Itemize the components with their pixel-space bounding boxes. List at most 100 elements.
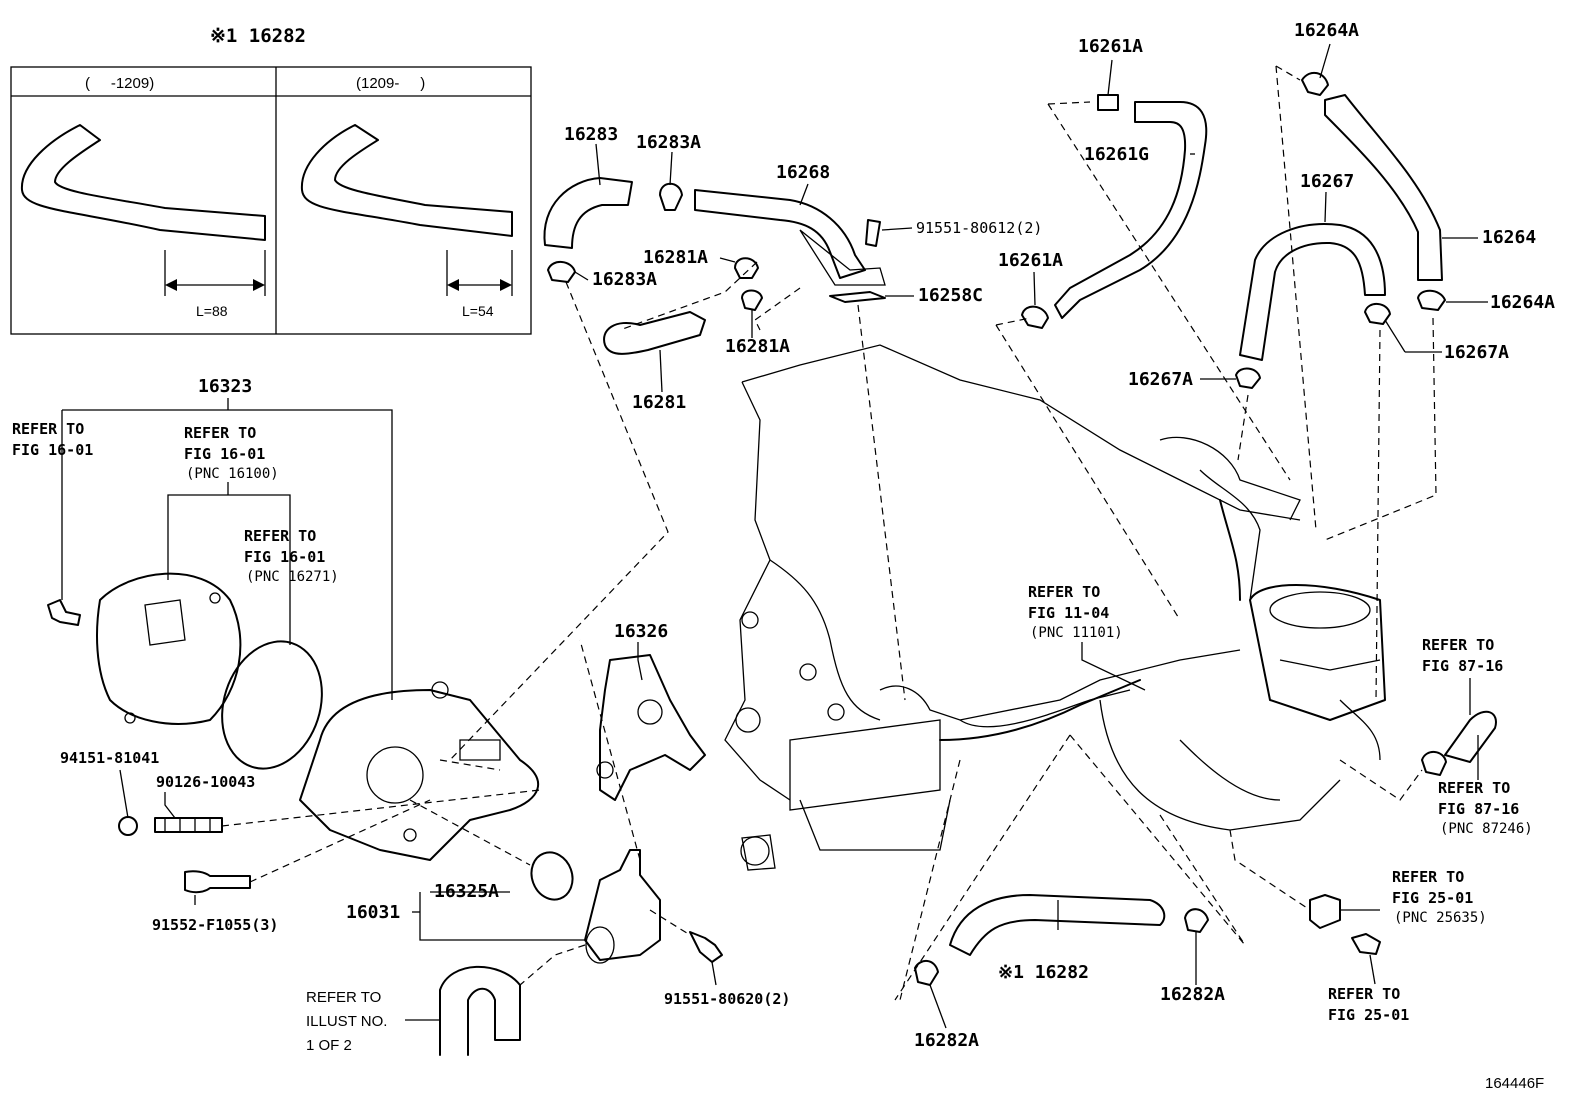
inset-variants-box: ※1 16282 ( -1209) (1209- ) L=88 L=54 <box>10 25 532 335</box>
callout-16283A-top: 16283A <box>636 132 701 153</box>
diagram-id: 164446F <box>1485 1075 1544 1092</box>
callout-16281: 16281 <box>632 392 686 413</box>
svg-text:(PNC 87246): (PNC 87246) <box>1440 821 1533 837</box>
svg-text:FIG 16-01: FIG 16-01 <box>12 441 93 459</box>
clamp-16283A-top <box>659 182 683 211</box>
callout-16267A-left: 16267A <box>1128 369 1193 390</box>
callout-16267A-right: 16267A <box>1444 342 1509 363</box>
callout-16325A: 16325A <box>434 881 499 902</box>
callout-16281A-top: 16281A <box>643 247 708 268</box>
callout-16264: 16264 <box>1482 227 1536 248</box>
inset-right-header: (1209- ) <box>356 75 425 92</box>
svg-text:FIG 16-01: FIG 16-01 <box>244 548 325 566</box>
clamp-16283A-bot <box>547 261 576 283</box>
bolt-91552 <box>184 870 251 894</box>
svg-text:REFER TO: REFER TO <box>184 424 256 442</box>
engine-block-outline <box>724 344 1386 871</box>
hose-refer-illust <box>439 965 521 1056</box>
callout-16283: 16283 <box>564 124 618 145</box>
callout-91552-F1055: 91552-F1055(3) <box>152 916 278 934</box>
callout-16282A-right: 16282A <box>1160 984 1225 1005</box>
callout-16258C: 16258C <box>918 285 983 306</box>
inset-title: ※1 16282 <box>210 25 306 47</box>
leader-lines <box>61 43 1488 1029</box>
svg-text:REFER TO: REFER TO <box>1328 985 1400 1003</box>
svg-text:(PNC 16271): (PNC 16271) <box>246 569 339 585</box>
callout-16264A-top: 16264A <box>1294 20 1359 41</box>
refer-note-5: REFER TO FIG 87-16 <box>1422 636 1503 675</box>
svg-text:1 OF 2: 1 OF 2 <box>306 1037 352 1054</box>
hose-16267 <box>1239 223 1386 361</box>
refer-note-7: REFER TO FIG 25-01 (PNC 25635) <box>1392 868 1487 926</box>
water-pump-group <box>47 572 723 1056</box>
svg-text:(PNC 25635): (PNC 25635) <box>1394 910 1487 926</box>
pump-gasket-ring <box>221 640 323 770</box>
clamp-16261A-mid <box>1021 305 1049 329</box>
stud-90126 <box>154 817 223 833</box>
inset-left-length: L=88 <box>196 303 228 319</box>
svg-text:REFER TO: REFER TO <box>12 420 84 438</box>
clamp-16267A-right <box>1364 303 1391 325</box>
refer-note-3: REFER TO FIG 16-01 (PNC 16271) <box>244 527 339 585</box>
svg-text:FIG 25-01: FIG 25-01 <box>1328 1006 1409 1024</box>
hose-variant-right <box>300 124 513 237</box>
svg-text:FIG 25-01: FIG 25-01 <box>1392 889 1473 907</box>
callout-16323: 16323 <box>198 376 252 397</box>
hose-16264 <box>1324 94 1443 281</box>
hose-16261G <box>1054 101 1208 319</box>
throttle-body <box>1249 584 1386 721</box>
o-ring-16325A <box>530 851 574 901</box>
callout-16326: 16326 <box>614 621 668 642</box>
clamp-16264A-bot <box>1417 289 1446 311</box>
svg-text:FIG 87-16: FIG 87-16 <box>1438 800 1519 818</box>
clamp-fig87 <box>1421 751 1447 776</box>
clamp-16282A-left <box>914 960 939 986</box>
pump-cover <box>96 572 242 725</box>
hose-16283 <box>543 177 633 249</box>
callout-16283A-bot: 16283A <box>592 269 657 290</box>
svg-text:REFER TO: REFER TO <box>1422 636 1494 654</box>
callout-16031: 16031 <box>346 902 400 923</box>
refer-note-1: REFER TO FIG 16-01 <box>12 420 93 459</box>
clamp-16281A-bot <box>741 289 763 311</box>
svg-text:FIG 11-04: FIG 11-04 <box>1028 604 1109 622</box>
refer-note-9: REFER TO ILLUST NO. 1 OF 2 <box>306 989 387 1054</box>
svg-text:REFER TO: REFER TO <box>306 989 381 1006</box>
upper-hoses <box>543 71 1497 986</box>
clamp-16281A-top <box>734 257 759 279</box>
callout-labels: 16283 16283A 16268 91551-80612(2) 16281A… <box>60 20 1555 1051</box>
svg-text:REFER TO: REFER TO <box>1392 868 1464 886</box>
refer-note-8: REFER TO FIG 25-01 <box>1328 985 1409 1024</box>
refer-note-2: REFER TO FIG 16-01 (PNC 16100) <box>184 424 279 482</box>
stud-nut <box>118 816 138 836</box>
svg-text:(PNC 16100): (PNC 16100) <box>186 466 279 482</box>
callout-16281A-bot: 16281A <box>725 336 790 357</box>
callout-16282: ※1 16282 <box>998 962 1089 983</box>
svg-text:REFER TO: REFER TO <box>1438 779 1510 797</box>
hose-16282 <box>949 894 1166 956</box>
callout-16268: 16268 <box>776 162 830 183</box>
refer-note-6: REFER TO FIG 87-16 (PNC 87246) <box>1438 779 1533 837</box>
assembly-dashed-lines <box>221 65 1437 1001</box>
bracket-25635 <box>1309 894 1341 929</box>
callout-94151-81041: 94151-81041 <box>60 749 159 767</box>
callout-16267: 16267 <box>1300 171 1354 192</box>
gasket-16258C <box>829 291 886 303</box>
pipe-16268 <box>694 189 866 279</box>
svg-text:ILLUST NO.: ILLUST NO. <box>306 1013 387 1030</box>
svg-text:FIG 87-16: FIG 87-16 <box>1422 657 1503 675</box>
callout-16282A-left: 16282A <box>914 1030 979 1051</box>
svg-text:FIG 16-01: FIG 16-01 <box>184 445 265 463</box>
clamp-16267A-left <box>1235 367 1261 389</box>
hose-variant-left <box>20 124 266 241</box>
bolt-91551-80612 <box>865 219 881 247</box>
clamp-16261A-top <box>1097 94 1119 111</box>
callout-16261A-mid: 16261A <box>998 250 1063 271</box>
water-pump-body <box>299 689 540 861</box>
callout-16261A-top: 16261A <box>1078 36 1143 57</box>
inset-right-length: L=54 <box>462 303 494 319</box>
callout-16261G: 16261G <box>1084 144 1149 165</box>
svg-text:REFER TO: REFER TO <box>1028 583 1100 601</box>
hose-fig87 <box>1444 710 1497 763</box>
bolt-91551-80620 <box>689 931 723 963</box>
